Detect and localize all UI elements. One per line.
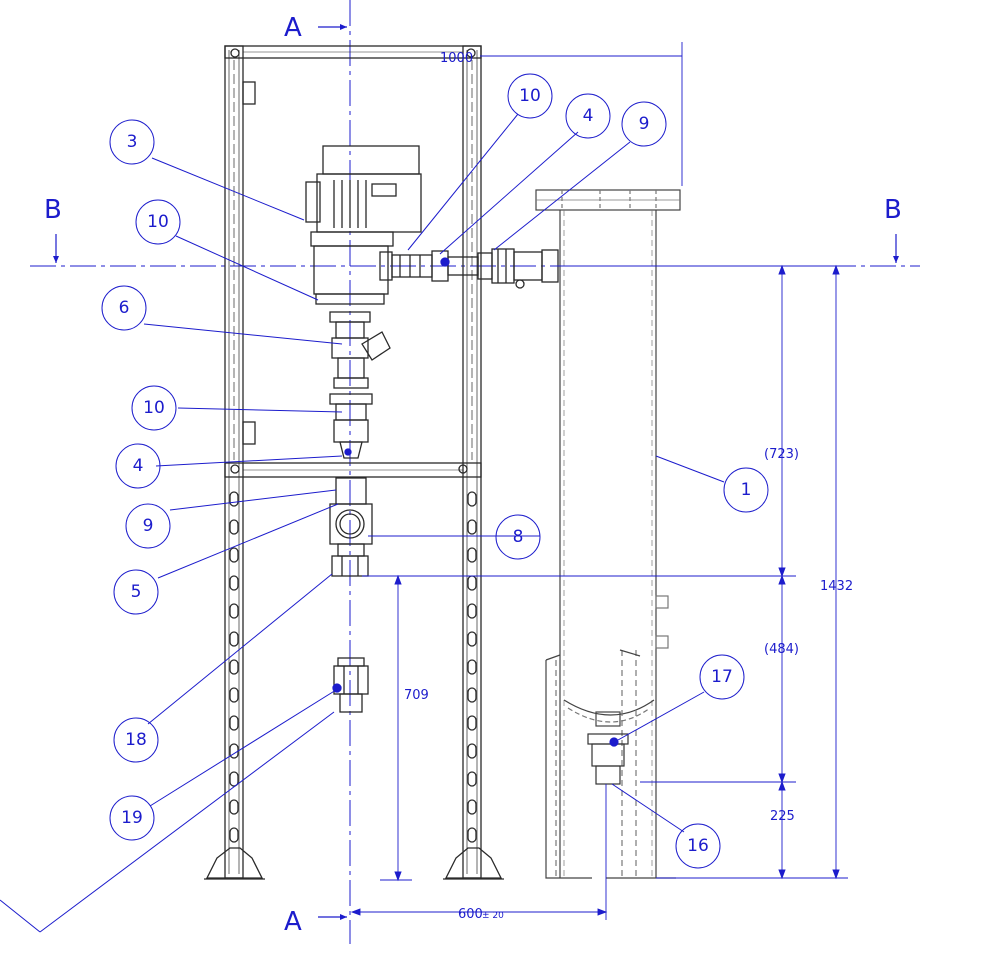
balloon-5: 5 (113, 569, 159, 615)
balloon-4-right-label: 4 (583, 106, 594, 126)
balloon-17-label: 17 (711, 667, 733, 687)
balloon-3-label: 3 (127, 132, 138, 152)
dim-709: 709 (404, 688, 429, 703)
balloon-17: 17 (699, 654, 745, 700)
balloon-10-top-label: 10 (147, 212, 169, 232)
dim-600: 600 (458, 907, 483, 922)
balloon-10-mid: 10 (131, 385, 177, 431)
pump-motor (305, 145, 422, 305)
leader-lines (0, 113, 725, 933)
balloon-10-mid-label: 10 (143, 398, 165, 418)
balloon-9-left-label: 9 (143, 516, 154, 536)
dim-top-width: 1000 (440, 51, 473, 66)
balloon-4-left: 4 (115, 443, 161, 489)
dimension-lines (350, 42, 848, 920)
balloon-4-left-label: 4 (133, 456, 144, 476)
dim-484: (484) (764, 642, 799, 657)
balloon-10-top: 10 (135, 199, 181, 245)
balloon-6: 6 (101, 285, 147, 331)
balloon-19: 19 (109, 795, 155, 841)
support-frame (204, 45, 504, 880)
balloon-10-top-right: 10 (507, 73, 553, 119)
balloon-9-left: 9 (125, 503, 171, 549)
dim-723: (723) (764, 447, 799, 462)
dim-600-tolerance: ± 20 (482, 911, 504, 921)
center-lines (30, 0, 920, 944)
discharge-pipe (391, 248, 559, 289)
balloon-16: 16 (675, 823, 721, 869)
section-marker-a-top: A (284, 13, 347, 43)
balloon-1: 1 (723, 467, 769, 513)
balloon-8-label: 8 (513, 527, 524, 547)
balloon-19-label: 19 (121, 808, 143, 828)
section-a-top-label: A (284, 13, 302, 43)
loose-fitting (332, 657, 369, 713)
section-a-bottom-label: A (284, 907, 302, 937)
section-marker-b-right: B (884, 195, 902, 263)
balloon-9-right-label: 9 (639, 114, 650, 134)
section-b-right-label: B (884, 195, 902, 225)
tank (535, 189, 681, 879)
balloon-9-right: 9 (621, 101, 667, 147)
balloon-4-right: 4 (565, 93, 611, 139)
balloon-18-label: 18 (125, 730, 147, 750)
vertical-pipe-assembly (329, 311, 391, 577)
balloon-8: 8 (495, 514, 541, 560)
balloon-6-label: 6 (119, 298, 130, 318)
balloon-16-label: 16 (687, 836, 709, 856)
section-marker-b-left: B (44, 195, 62, 263)
dim-1432: 1432 (820, 579, 853, 594)
balloon-18: 18 (113, 717, 159, 763)
section-b-left-label: B (44, 195, 62, 225)
balloon-1-label: 1 (741, 480, 752, 500)
section-marker-a-bottom: A (284, 907, 347, 937)
balloon-3: 3 (109, 119, 155, 165)
balloon-5-label: 5 (131, 582, 142, 602)
balloon-10-top-right-label: 10 (519, 86, 541, 106)
dim-225: 225 (770, 809, 795, 824)
